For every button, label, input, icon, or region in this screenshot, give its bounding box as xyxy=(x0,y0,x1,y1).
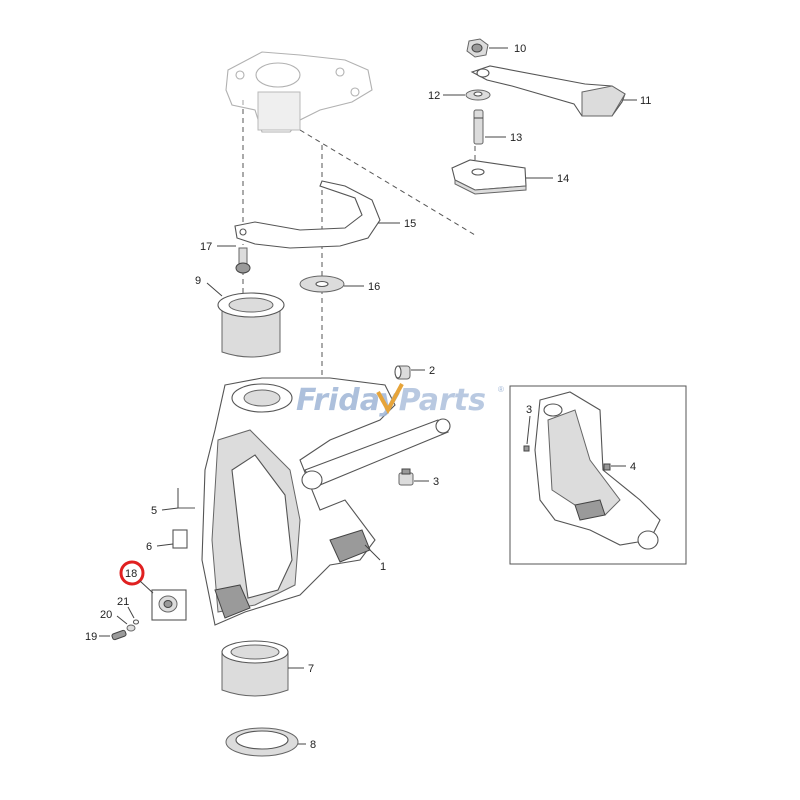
callout-18: 18 xyxy=(125,568,137,580)
alignment-lines xyxy=(242,100,476,395)
watermark-logo: FridayParts ® xyxy=(296,383,504,418)
callout-8: 8 xyxy=(310,739,316,751)
callout-2: 2 xyxy=(429,365,435,377)
part-21-spring xyxy=(132,619,140,625)
part-8-ring xyxy=(225,727,299,757)
part-9-bushing xyxy=(217,292,285,358)
callout-14: 14 xyxy=(557,173,569,185)
part-14-plate xyxy=(451,159,527,195)
callout-13: 13 xyxy=(510,132,522,144)
callout-19: 19 xyxy=(85,631,97,643)
callout-16: 16 xyxy=(368,281,380,293)
part-11-lever xyxy=(470,65,626,117)
part-13-pin xyxy=(473,109,484,145)
part-15-arc-plate xyxy=(234,180,381,249)
callout-3: 3 xyxy=(433,476,439,488)
part-16-washer xyxy=(299,275,345,293)
part-5-plate xyxy=(177,488,195,509)
inset-view xyxy=(509,385,687,565)
swivel-bracket-top xyxy=(225,51,373,133)
svg-text:®: ® xyxy=(498,385,504,394)
part-7-bushing xyxy=(221,640,289,697)
callout-12: 12 xyxy=(428,90,440,102)
part-17-screw xyxy=(235,247,251,274)
part-1-housing xyxy=(201,377,451,626)
callout-15: 15 xyxy=(404,218,416,230)
callout-5: 5 xyxy=(151,505,157,517)
callout-10: 10 xyxy=(514,43,526,55)
part-10-nut xyxy=(466,38,489,58)
callout-20: 20 xyxy=(100,609,112,621)
part-20-washer xyxy=(126,624,136,632)
part-18-detail xyxy=(151,589,187,621)
callout-11: 11 xyxy=(640,95,651,107)
part-6-plate xyxy=(172,529,188,549)
callout-9: 9 xyxy=(195,275,201,287)
inset-callout-4: 4 xyxy=(630,461,636,473)
part-2-bushing xyxy=(394,365,411,380)
part-12-washer xyxy=(465,89,491,101)
callout-1: 1 xyxy=(380,561,386,573)
part-3-fitting xyxy=(398,468,414,486)
callout-17: 17 xyxy=(200,241,212,253)
callout-18-highlight-ring xyxy=(119,560,145,586)
callout-6: 6 xyxy=(146,541,152,553)
inset-callout-3: 3 xyxy=(526,404,532,416)
callout-21: 21 xyxy=(117,596,129,608)
part-19-screw xyxy=(111,629,127,641)
callout-7: 7 xyxy=(308,663,314,675)
callouts: 10 11 12 13 14 15 17 16 9 2 3 1 xyxy=(85,43,651,751)
